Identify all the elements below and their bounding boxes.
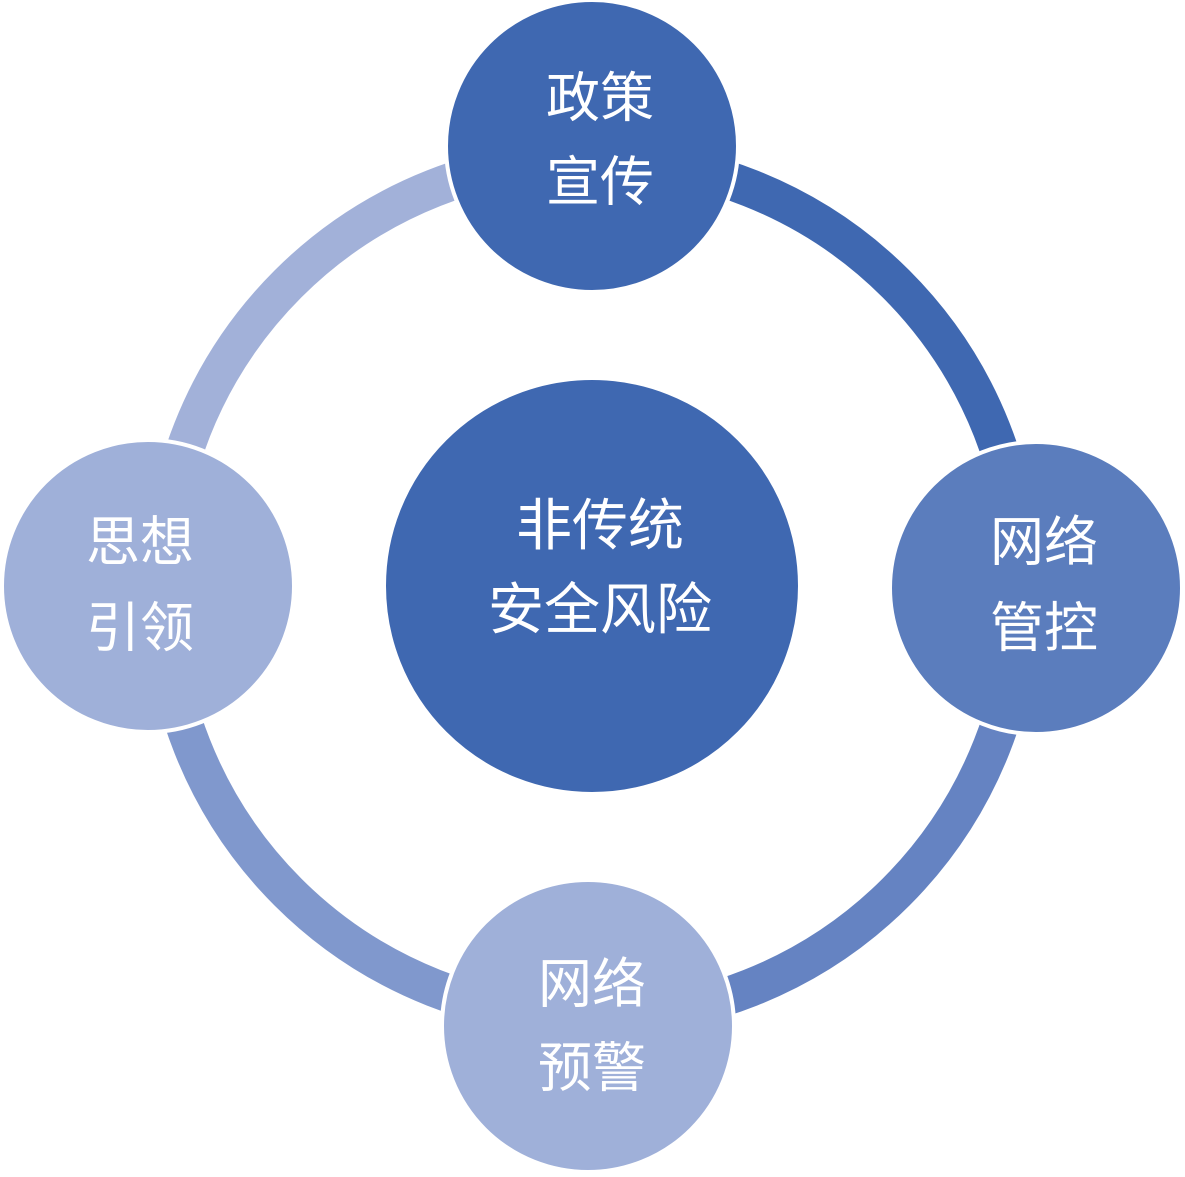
node-left: 思想 引领 bbox=[0, 438, 296, 734]
node-top-label-line-2: 宣传 bbox=[546, 151, 654, 214]
center-node: 非传统 安全风险 bbox=[382, 376, 802, 796]
node-bottom-label-line-1: 网络 bbox=[538, 953, 646, 1016]
node-right-circle bbox=[888, 440, 1184, 736]
node-left-circle bbox=[0, 438, 296, 734]
center-label-line-2: 安全风险 bbox=[488, 578, 712, 643]
node-left-label-line-1: 思想 bbox=[86, 511, 194, 574]
center-circle bbox=[382, 376, 802, 796]
node-top-circle bbox=[444, 0, 740, 294]
node-top-label-line-1: 政策 bbox=[546, 67, 654, 130]
node-bottom-label-line-2: 预警 bbox=[538, 1037, 646, 1100]
node-right-label-line-2: 管控 bbox=[990, 597, 1098, 660]
center-label-line-1: 非传统 bbox=[516, 494, 684, 559]
node-bottom-circle bbox=[440, 878, 736, 1174]
node-right: 网络 管控 bbox=[888, 440, 1184, 736]
node-bottom: 网络 预警 bbox=[440, 878, 736, 1174]
node-left-label-line-2: 引领 bbox=[86, 597, 194, 660]
node-right-label-line-1: 网络 bbox=[990, 511, 1098, 574]
node-top: 政策 宣传 bbox=[444, 0, 740, 294]
